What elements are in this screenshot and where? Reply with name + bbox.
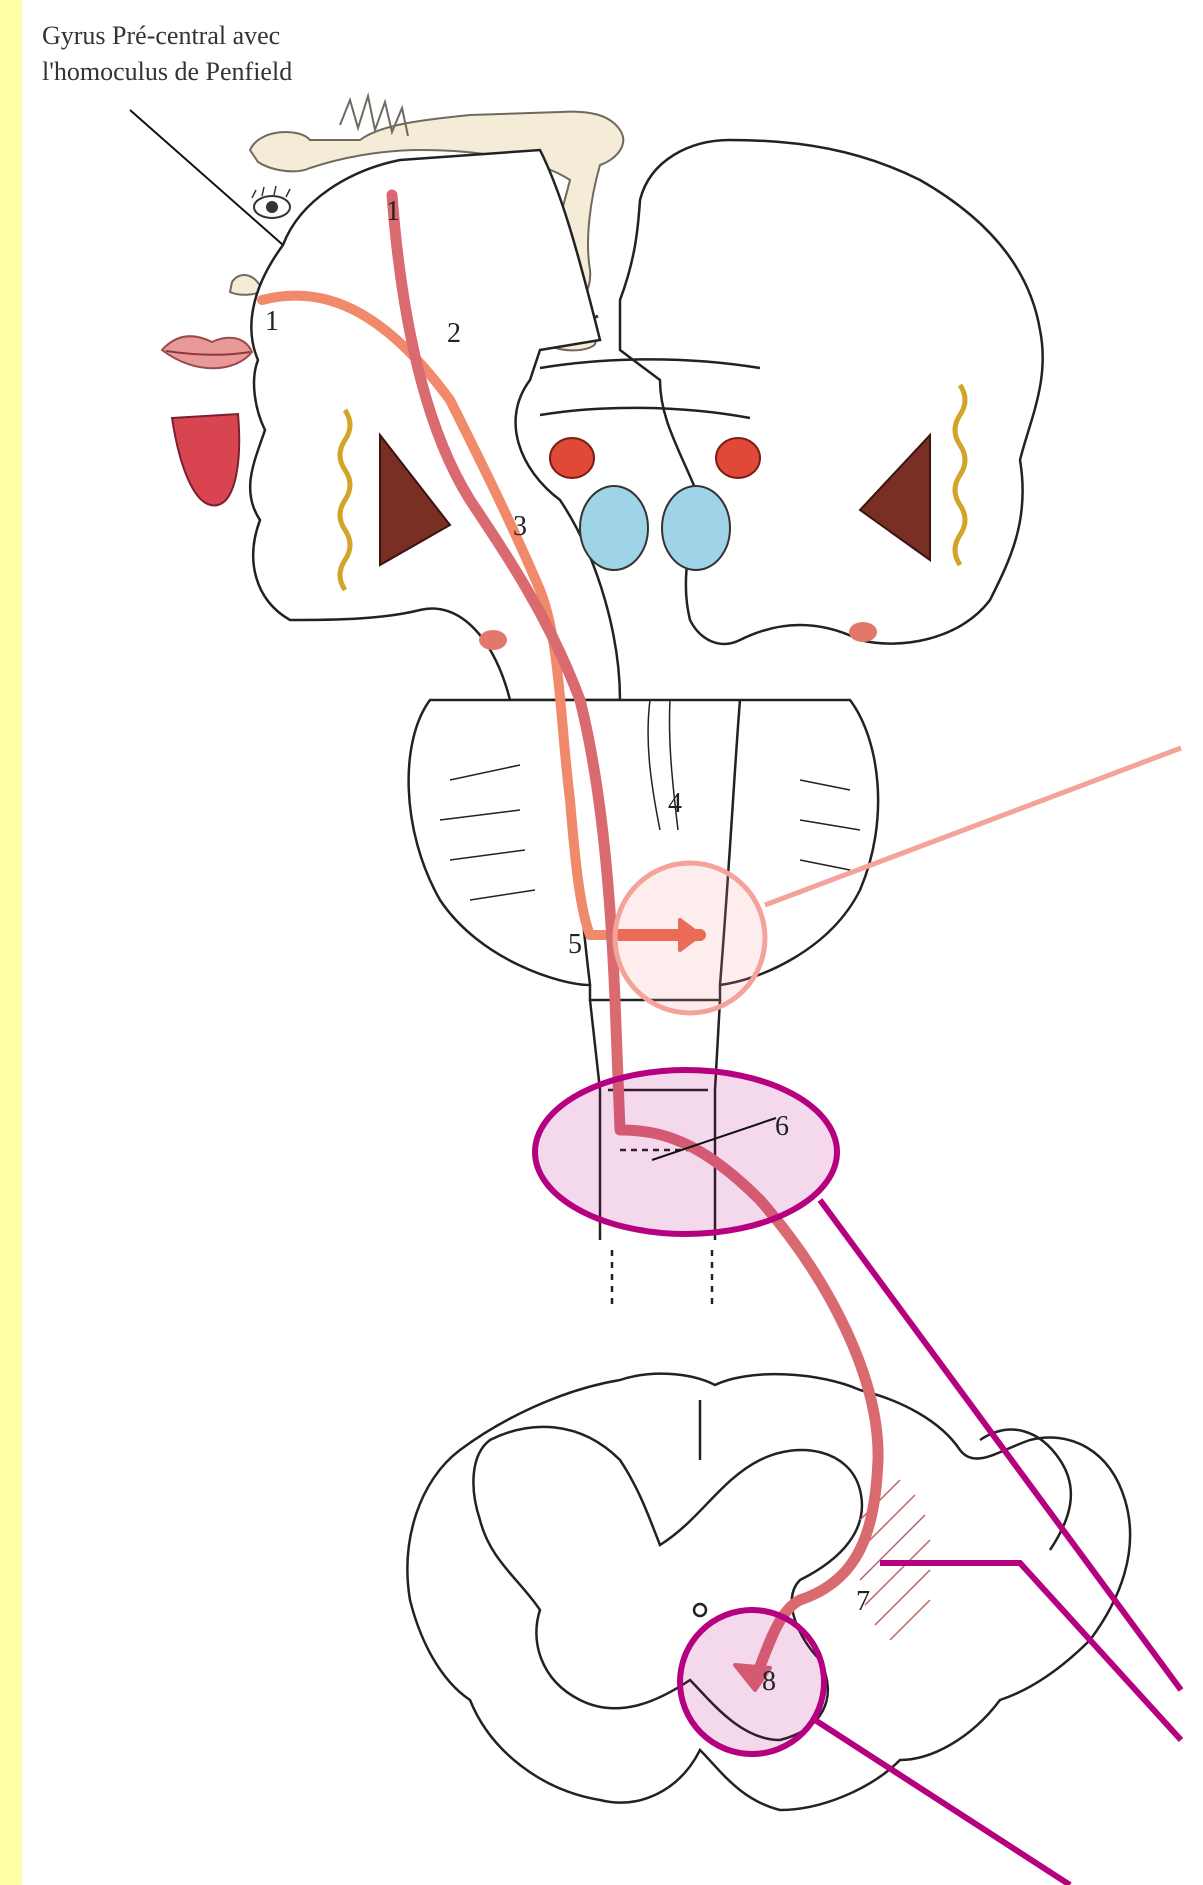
- nucleus-left: [479, 630, 507, 650]
- decussation-highlight-ellipse: [535, 1070, 837, 1234]
- label-8: 8: [762, 1666, 776, 1697]
- label-7: 7: [856, 1586, 870, 1617]
- nucleus-right: [849, 622, 877, 642]
- caudate-right: [716, 438, 760, 478]
- label-4: 4: [668, 788, 682, 819]
- lips-icon: [162, 336, 252, 368]
- caudate-left: [550, 438, 594, 478]
- label-6: 6: [775, 1111, 789, 1142]
- label-1-upper: 1: [386, 196, 400, 227]
- label-2: 2: [447, 318, 461, 349]
- anterior-horn-highlight-circle: [680, 1610, 824, 1754]
- eye-icon: [252, 186, 290, 218]
- label-3: 3: [513, 511, 527, 542]
- tongue-icon: [172, 414, 239, 505]
- label-5: 5: [568, 929, 582, 960]
- pons-highlight-circle: [615, 863, 765, 1013]
- thalamus-right: [662, 486, 730, 570]
- label-1-lower: 1: [265, 306, 279, 337]
- cerebrum: [250, 140, 1043, 700]
- thalamus-left: [580, 486, 648, 570]
- title-pointer-line: [130, 110, 283, 245]
